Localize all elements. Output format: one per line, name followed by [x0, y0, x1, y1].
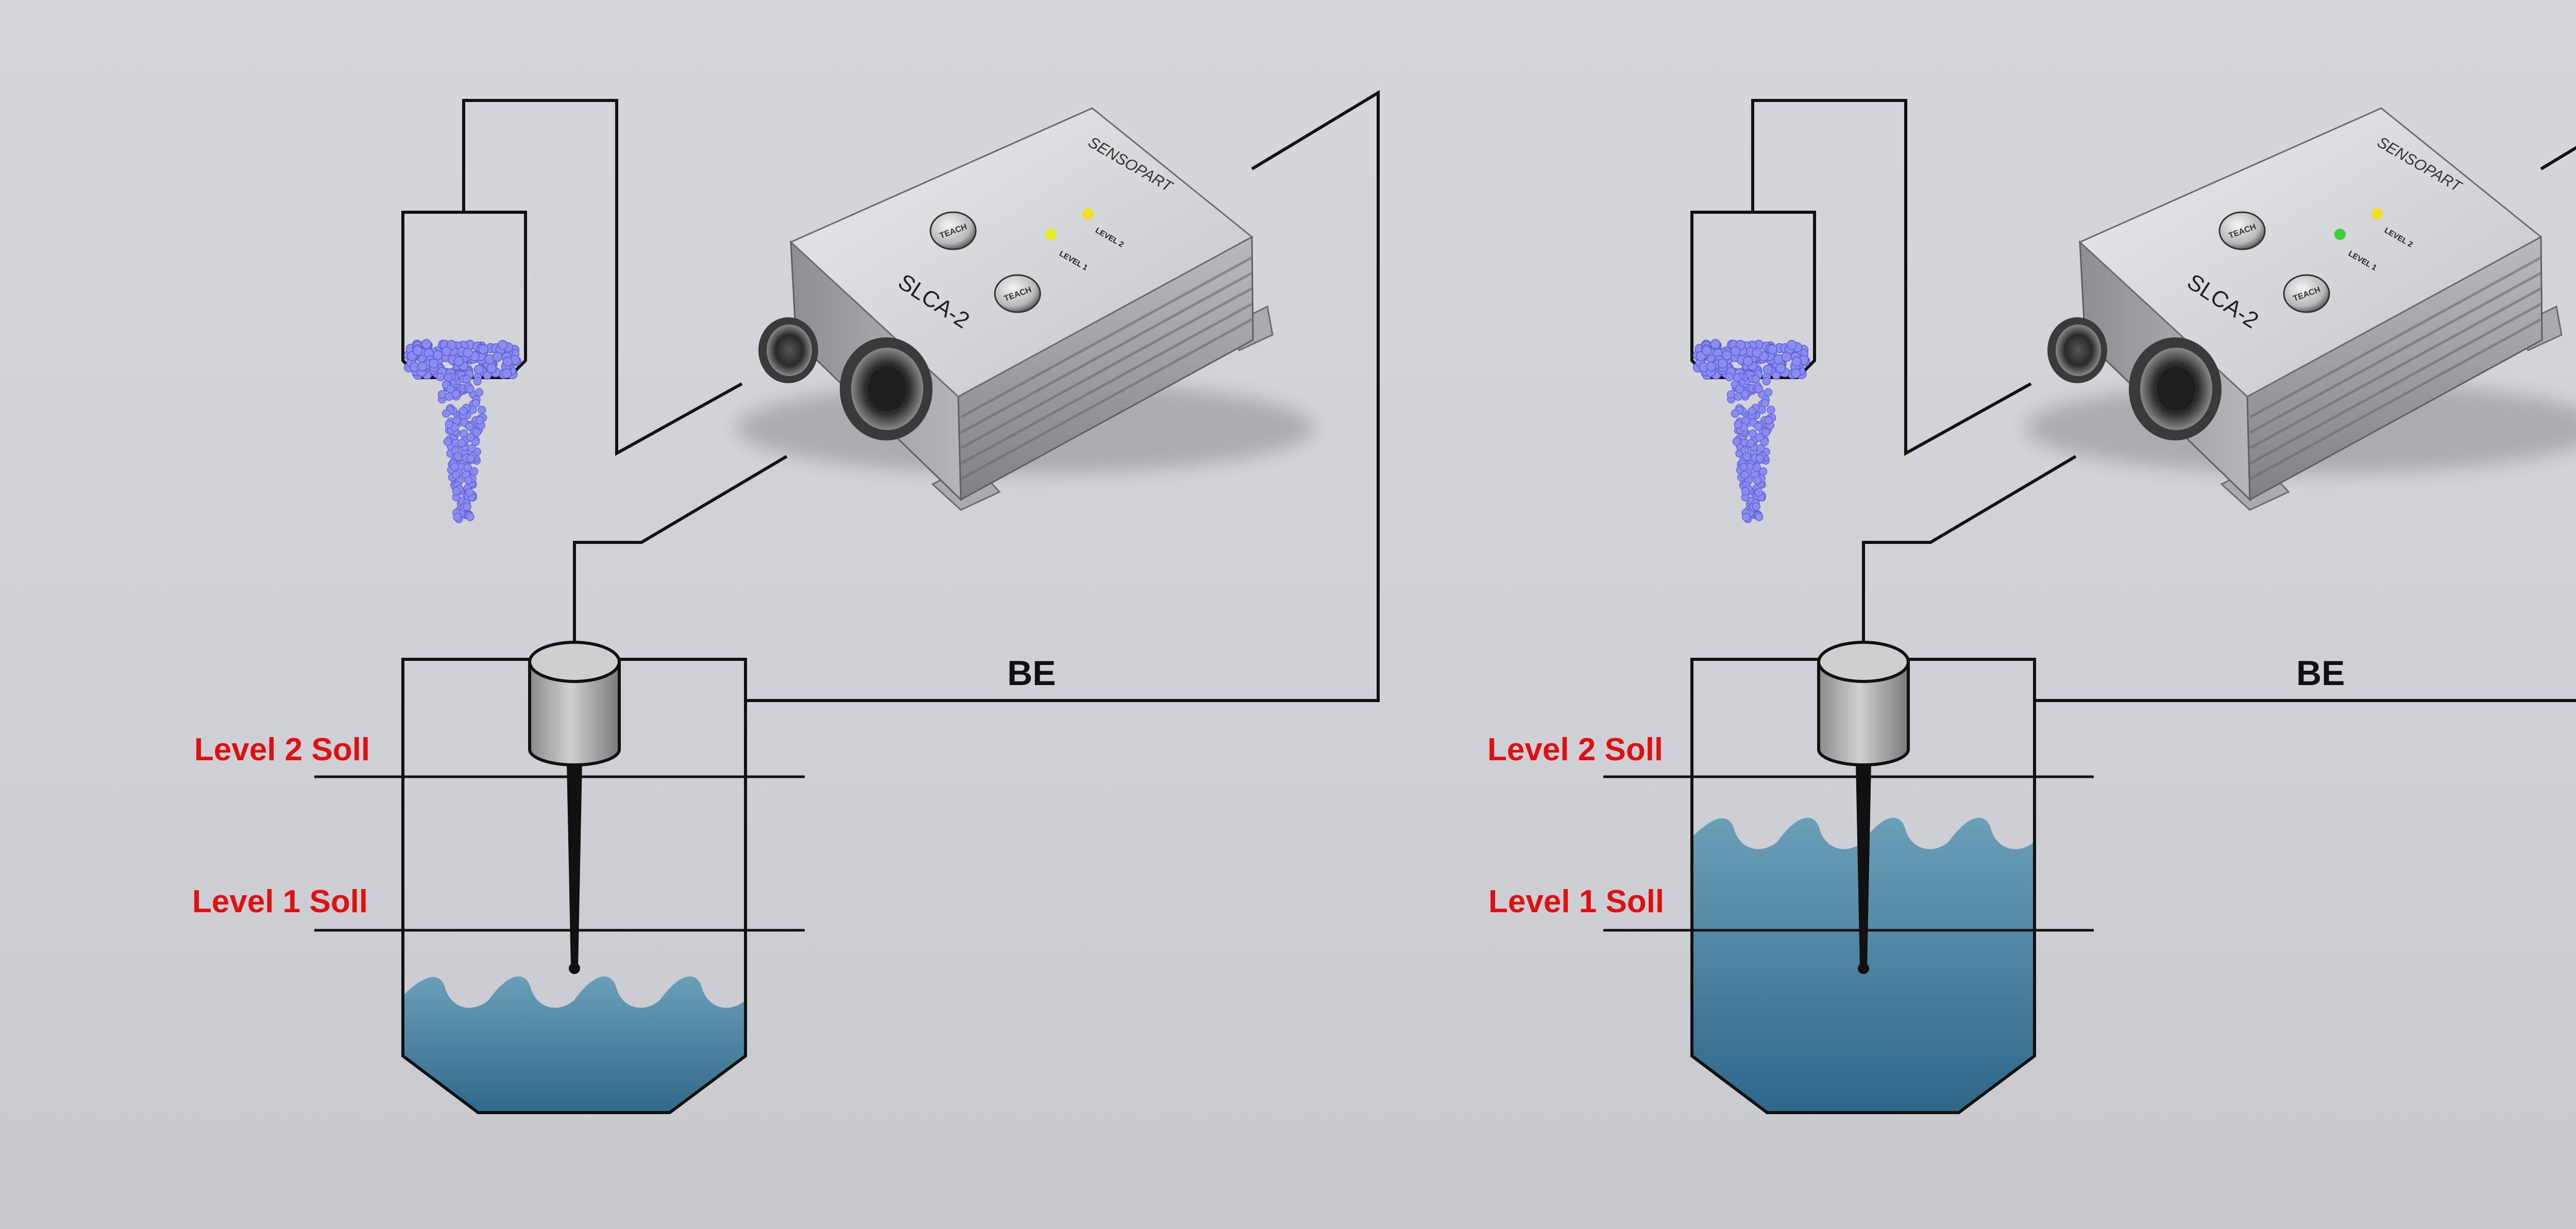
tank: [1690, 658, 2036, 1114]
sensor-cable: [1862, 455, 2077, 645]
level-2-label: Level 2 Soll: [194, 732, 370, 767]
tank-liquid: [403, 976, 745, 1113]
hopper: [1690, 211, 1816, 523]
level-2-label: Level 2 Soll: [1487, 732, 1663, 767]
panel-right: BE Level 2 Soll Level 1 Soll: [1487, 99, 2576, 1114]
bus-label: BE: [2296, 654, 2345, 693]
teach-button-1[interactable]: TEACH: [929, 211, 977, 250]
hopper: [401, 211, 527, 523]
led-level-2: [2371, 208, 2383, 219]
connector-large: [840, 337, 933, 440]
granules: [1692, 339, 1810, 523]
granules: [403, 339, 521, 523]
level-probe: [528, 641, 621, 974]
connector-large: [2129, 337, 2222, 440]
bus-label: BE: [1007, 654, 1056, 693]
level-1-label: Level 1 Soll: [1488, 884, 1664, 919]
controller-device: TEACH TEACH LEVEL 1 LEVEL 2 SLCA-2 SENSO…: [2026, 107, 2576, 511]
hopper-cable: [1751, 99, 2032, 456]
panel-left: BE Level 2 Soll Level 1 Soll: [192, 90, 1380, 1114]
output-cable: [2035, 146, 2576, 702]
level-probe: [1817, 641, 1910, 974]
connector-small: [2047, 317, 2107, 383]
led-level-1: [2334, 229, 2346, 240]
teach-button-2[interactable]: TEACH: [994, 274, 1041, 313]
hopper-cable: [462, 99, 743, 456]
teach-button-2[interactable]: TEACH: [2283, 274, 2330, 313]
tank: [401, 658, 747, 1114]
output-cable: [745, 90, 1380, 702]
sensor-cable: [573, 455, 788, 645]
level-1-label: Level 1 Soll: [192, 884, 368, 919]
led-level-1: [1045, 229, 1057, 240]
controller-device: TEACH TEACH LEVEL 1 LEVEL 2 SLCA-2 SENSO…: [737, 107, 1314, 511]
teach-button-1[interactable]: TEACH: [2218, 211, 2266, 250]
connector-small: [758, 317, 818, 383]
led-level-2: [1082, 208, 1094, 219]
